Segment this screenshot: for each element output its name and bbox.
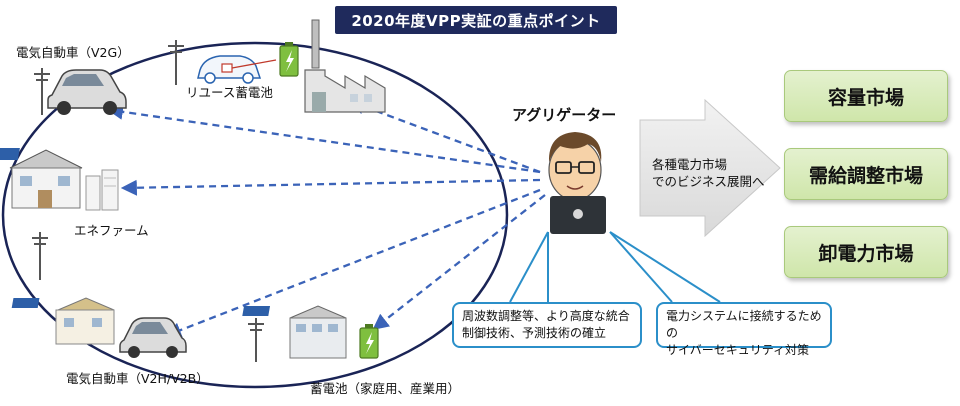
arrow-to-ev-v2g <box>106 103 541 174</box>
label-ev-v2g: 電気自動車（V2G） <box>16 45 130 60</box>
market-arrow <box>639 98 781 238</box>
car-icon <box>47 69 127 115</box>
resource-loop-ellipse <box>1 41 509 389</box>
arrow-to-enefarm <box>120 178 541 196</box>
battery-icon <box>279 42 299 77</box>
market-arrow-text: 各種電力市場 でのビジネス展開へ <box>652 156 782 190</box>
market-balancing: 需給調整市場 <box>784 148 948 200</box>
house-icon <box>0 148 83 209</box>
building-icon <box>242 305 347 359</box>
aggregator-label: アグリゲーター <box>512 106 617 124</box>
arrow-text-line: 各種電力市場 <box>652 157 728 172</box>
callout-line: 周波数調整等、より高度な統合 <box>462 309 630 323</box>
enefarm-unit-icon <box>85 169 119 211</box>
car-icon <box>119 317 187 358</box>
callout-pointers <box>509 231 721 303</box>
label-ev-v2h: 電気自動車（V2H/V2B） <box>66 371 209 386</box>
callout-line: 制御技術、予測技術の確立 <box>462 326 607 340</box>
callout-line: 電力システムに接続するための <box>666 309 822 340</box>
control-arrows <box>106 98 546 338</box>
callout-cybersecurity: 電力システムに接続するための サイバーセキュリティ対策 <box>656 302 832 357</box>
label-reuse-battery: リユース蓄電池 <box>186 85 273 100</box>
utility-pole-icon <box>32 232 48 280</box>
utility-pole-icon <box>168 40 184 85</box>
label-storage-battery: 蓄電池（家庭用、産業用） <box>310 381 461 396</box>
market-capacity: 容量市場 <box>784 70 948 122</box>
factory-icon <box>304 19 386 113</box>
market-wholesale: 卸電力市場 <box>784 226 948 278</box>
house-icon <box>11 297 115 345</box>
battery-icon <box>359 324 379 359</box>
page-title: 2020年度VPP実証の重点ポイント <box>335 6 617 34</box>
arrow-to-factory <box>348 98 541 174</box>
label-enefarm: エネファーム <box>74 223 149 238</box>
utility-pole-icon <box>34 68 50 115</box>
callout-control-technology: 周波数調整等、より高度な統合 制御技術、予測技術の確立 <box>452 302 642 348</box>
callout-line: サイバーセキュリティ対策 <box>666 343 810 357</box>
arrow-to-ev-v2h <box>164 188 541 338</box>
arrow-text-line: でのビジネス展開へ <box>652 174 765 189</box>
aggregator-person-icon <box>548 132 606 234</box>
utility-pole-icon <box>248 318 264 362</box>
reuse-battery-car-icon <box>197 55 277 84</box>
